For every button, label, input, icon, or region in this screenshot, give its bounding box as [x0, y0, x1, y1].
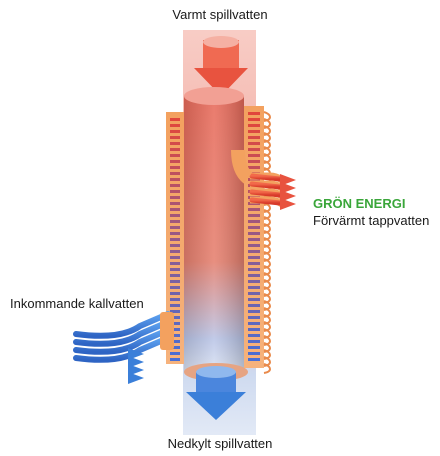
cold-water-inlet-label: Inkommande kallvatten	[10, 296, 144, 311]
coil-rings	[263, 111, 272, 374]
coil-wall-left	[166, 112, 184, 364]
preheated-water-tubes	[231, 149, 296, 210]
cooled-waste-water-label: Nedkylt spillvatten	[167, 436, 273, 451]
coil-wall-right	[244, 106, 264, 368]
inner-tube	[184, 87, 244, 372]
cold-water-inlet-tubes	[73, 311, 174, 384]
hot-waste-water-label: Varmt spillvatten	[172, 7, 268, 22]
cold-outflow-arrow	[184, 363, 248, 420]
hot-outflow-arrow	[194, 36, 248, 96]
preheated-water-label: Förvärmt tappvatten	[313, 213, 430, 228]
green-energy-label: GRÖN ENERGI	[313, 196, 406, 211]
